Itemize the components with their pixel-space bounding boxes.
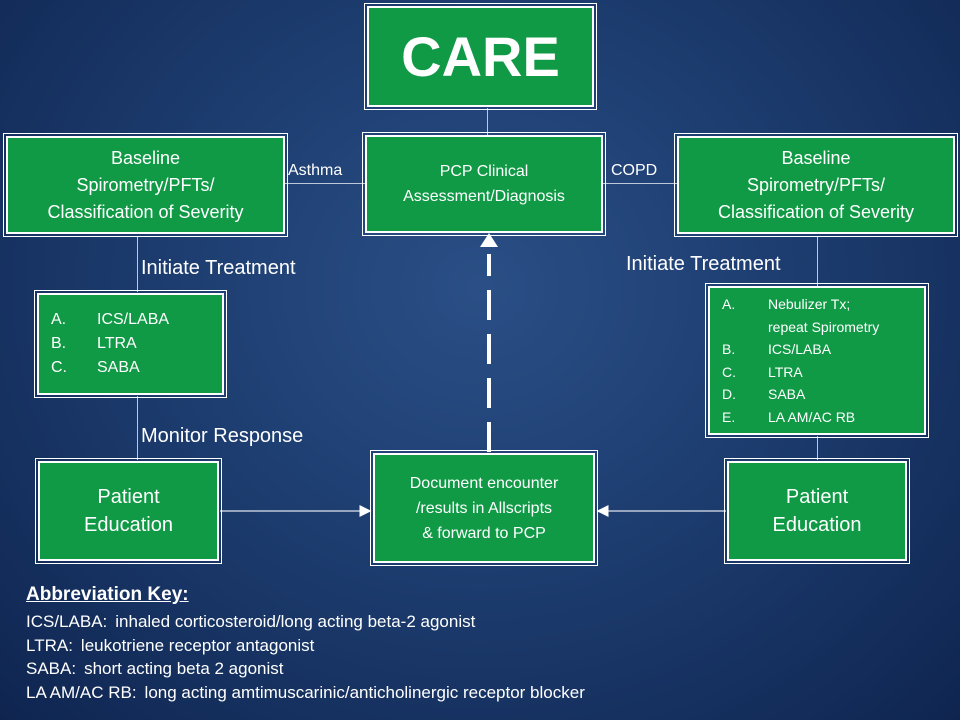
copd-baseline-line1: Baseline xyxy=(781,147,851,168)
asthma-baseline-line1: Baseline xyxy=(110,147,181,168)
pcp-label-line2: Assessment/Diagnosis xyxy=(403,188,565,205)
list-item: D. SABA xyxy=(722,383,879,406)
abbreviation-row: SABA: short acting beta 2 agonist xyxy=(26,657,946,681)
connector-left-treatment-to-education xyxy=(137,396,138,460)
connector-right-baseline-to-treatment xyxy=(817,236,818,286)
asthma-education-line2: Education xyxy=(84,514,173,536)
initiate-treatment-right-label: Initiate Treatment xyxy=(626,253,781,275)
list-item: C. LTRA xyxy=(722,361,879,384)
abbreviation-row: ICS/LABA: inhaled corticosteroid/long act… xyxy=(26,610,946,634)
asthma-baseline-line2: Spirometry/PFTs/ xyxy=(76,174,215,195)
copd-patient-education-box: Patient Education xyxy=(724,458,910,564)
copd-education-line2: Education xyxy=(772,514,862,536)
list-item-text: LTRA xyxy=(768,363,803,380)
list-item-key: A. xyxy=(51,311,67,328)
document-line2: /results in Allscripts xyxy=(415,499,553,517)
copd-treatment-list: A. Nebulizer Tx; repeat Spirometry B. ICS/… xyxy=(722,293,879,428)
abbreviation-definition: short acting beta 2 agonist xyxy=(84,659,284,678)
abbreviation-definition: leukotriene receptor antagonist xyxy=(80,635,315,655)
abbreviation-definition: long acting amtimuscarinic/anticholinerg… xyxy=(144,682,585,702)
asthma-treatment-box: A. ICS/LABA B. LTRA C. SABA xyxy=(34,290,227,398)
initiate-treatment-left-label: Initiate Treatment xyxy=(141,257,296,279)
abbreviation-row: LA AM/AC RB: long acting amtimuscarinic/a… xyxy=(26,681,946,705)
connector-left-baseline-to-treatment xyxy=(137,236,138,292)
asthma-education-line1: Patient xyxy=(97,486,160,508)
monitor-response-label: Monitor Response xyxy=(141,425,304,447)
list-item-text: LTRA xyxy=(97,335,137,352)
connector-right-treatment-to-education xyxy=(817,436,818,460)
abbreviation-key: Abbreviation Key: ICS/LABA: inhaled corti… xyxy=(26,584,946,704)
list-item: C. SABA xyxy=(51,356,169,380)
asthma-baseline-box: Baseline Spirometry/PFTs/ Classification… xyxy=(3,133,288,237)
abbreviation-definition: inhaled corticosteroid/long acting beta-… xyxy=(115,612,476,631)
connector-pcp-to-right-baseline xyxy=(603,183,677,184)
copd-baseline-box: Baseline Spirometry/PFTs/ Classification… xyxy=(674,133,958,237)
abbreviation-row: LTRA: leukotriene receptor antagonist xyxy=(26,634,946,658)
list-item-text: Nebulizer Tx; xyxy=(768,296,851,312)
list-item-text: SABA xyxy=(768,386,806,402)
list-item-key: C. xyxy=(51,359,67,376)
connector-care-to-pcp xyxy=(487,108,488,136)
list-item-text: repeat Spirometry xyxy=(768,318,880,335)
dashed-feedback-arrowhead xyxy=(480,233,498,247)
list-item-key: C. xyxy=(722,363,736,380)
list-item-text: ICS/LABA xyxy=(97,311,170,328)
copd-treatment-box: A. Nebulizer Tx; repeat Spirometry B. ICS/… xyxy=(705,283,929,438)
list-item: E. LA AM/AC RB xyxy=(722,406,879,429)
copd-baseline-line2: Spirometry/PFTs/ xyxy=(746,174,886,195)
abbreviation-term: LA AM/AC RB: xyxy=(26,682,137,702)
list-item-text: ICS/LABA xyxy=(768,341,832,357)
asthma-baseline-line3: Classification of Severity xyxy=(47,201,244,222)
pcp-label-line1: PCP Clinical xyxy=(439,163,529,180)
copd-branch-label: COPD xyxy=(611,162,658,179)
care-box: CARE xyxy=(364,3,597,110)
pcp-assessment-box: PCP Clinical Assessment/Diagnosis xyxy=(362,132,606,236)
list-item: A. ICS/LABA xyxy=(51,308,169,332)
list-item-key: D. xyxy=(722,386,736,402)
document-encounter-box: Document encounter /results in Allscript… xyxy=(370,450,598,566)
list-item-key: B. xyxy=(722,341,736,357)
care-label: CARE xyxy=(401,25,560,88)
list-item-key: A. xyxy=(722,296,736,312)
list-item: repeat Spirometry xyxy=(722,316,879,339)
list-item: B. ICS/LABA xyxy=(722,338,879,361)
abbreviation-term: SABA: xyxy=(26,659,77,678)
abbreviation-term: ICS/LABA: xyxy=(26,612,108,631)
asthma-patient-education-box: Patient Education xyxy=(35,458,222,564)
list-item-text: SABA xyxy=(97,359,140,376)
copd-education-line1: Patient xyxy=(785,486,849,508)
list-item-text: LA AM/AC RB xyxy=(768,408,856,425)
copd-baseline-line3: Classification of Severity xyxy=(717,201,915,222)
document-line1: Document encounter xyxy=(409,474,559,492)
asthma-branch-label: Asthma xyxy=(288,162,343,179)
abbreviation-term: LTRA: xyxy=(26,635,73,655)
list-item-key: E. xyxy=(722,408,736,425)
document-line3: & forward to PCP xyxy=(422,524,546,542)
list-item: B. LTRA xyxy=(51,332,169,356)
list-item-key xyxy=(722,316,768,339)
list-item: A. Nebulizer Tx; xyxy=(722,293,879,316)
list-item-key: B. xyxy=(51,335,67,352)
connector-left-baseline-to-pcp xyxy=(285,183,365,184)
asthma-treatment-list: A. ICS/LABA B. LTRA C. SABA xyxy=(51,308,169,380)
abbreviation-key-title: Abbreviation Key: xyxy=(26,584,189,605)
